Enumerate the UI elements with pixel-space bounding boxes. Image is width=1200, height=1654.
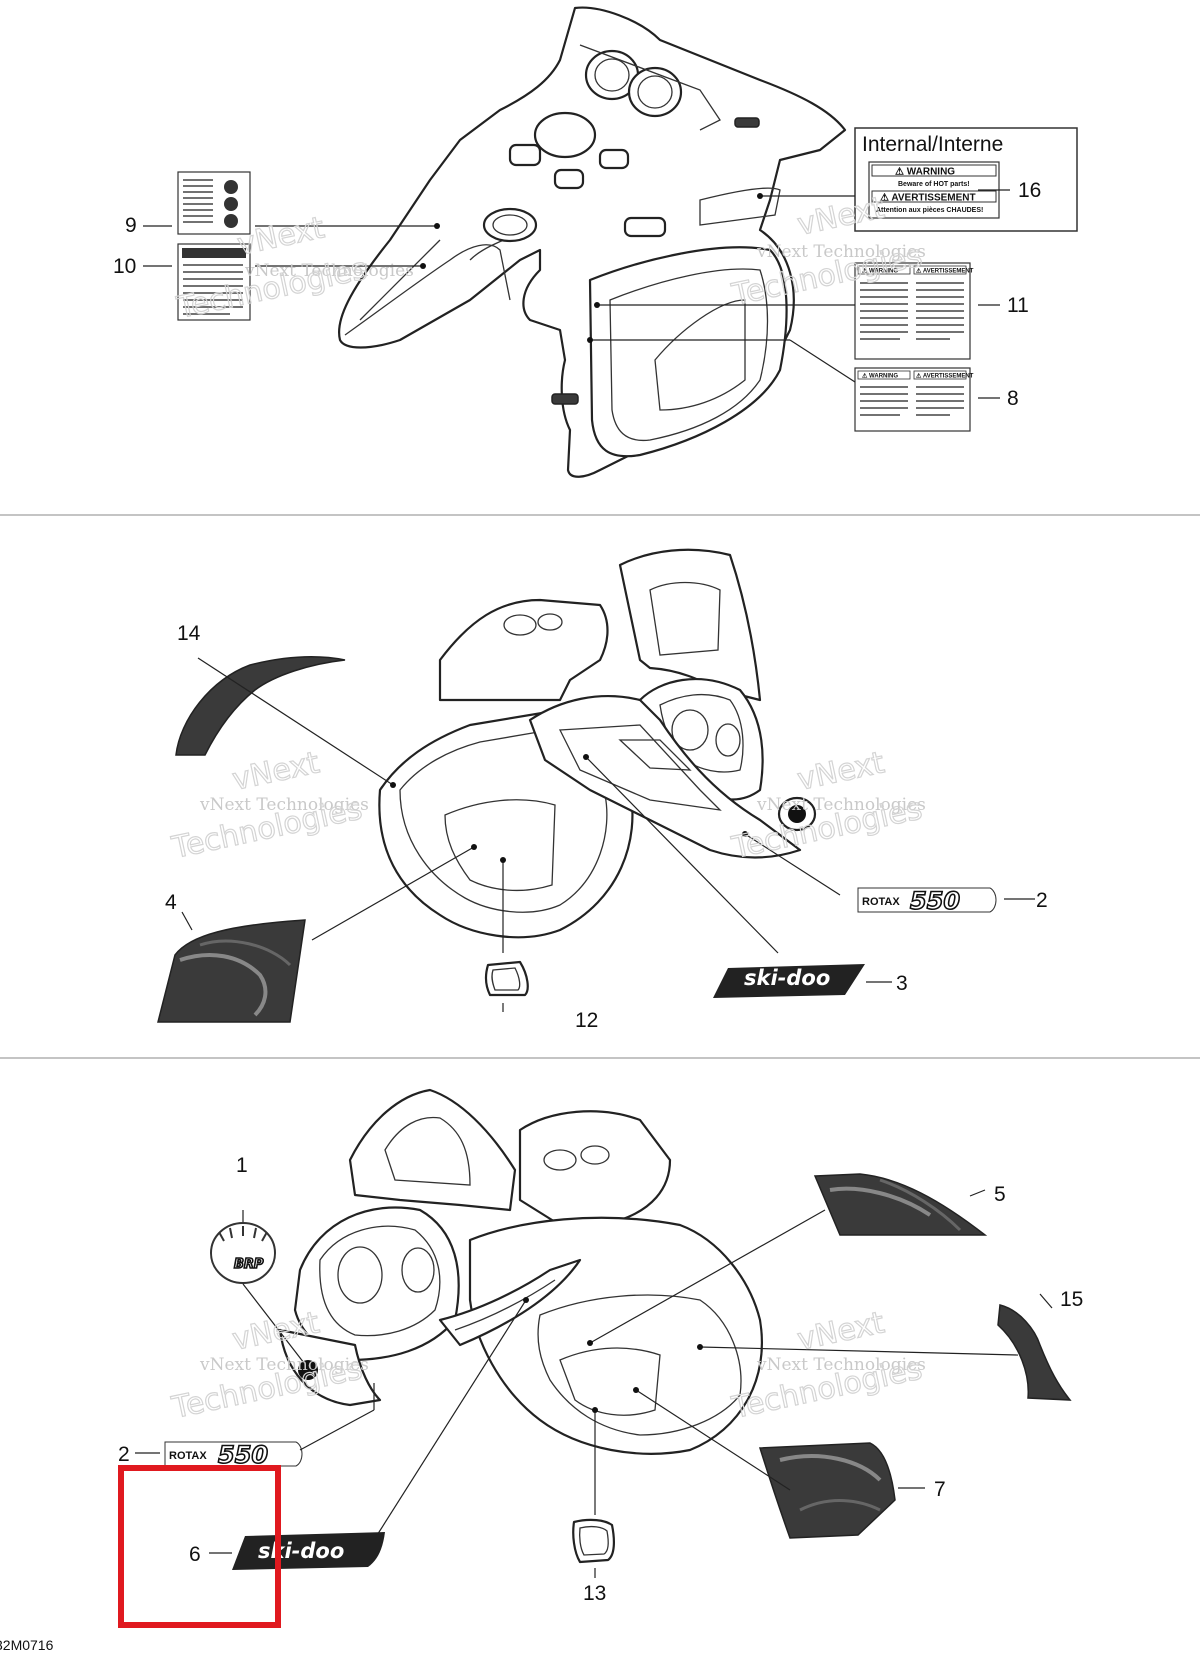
decal-9-warning-label: [177, 171, 251, 235]
callout-2: 2: [1036, 889, 1048, 912]
decal-6-skidoo: ski-doo: [232, 1532, 385, 1570]
internal-box-title: Internal/Interne: [862, 133, 1003, 156]
callout-2: 2: [118, 1443, 130, 1466]
callout-16: 16: [1018, 179, 1041, 202]
decal-16-internal-box: Internal/Interne ⚠ WARNING Beware of HOT…: [854, 127, 1078, 232]
internal-warning-header: ⚠ WARNING: [895, 167, 955, 178]
callout-1: 1: [236, 1154, 248, 1177]
decal-10-warning-label: [177, 243, 251, 321]
watermark-text: vNext Technologies: [756, 242, 926, 262]
decal-8-warning-label: ⚠ WARNING ⚠ AVERTISSEMENT: [854, 367, 974, 432]
highlight-box: [118, 1465, 281, 1628]
internal-avertissement-header: ⚠ AVERTISSEMENT: [880, 193, 976, 204]
brp-logo: BRP: [234, 1257, 264, 1272]
decal-8-avertissement-header: ⚠ AVERTISSEMENT: [916, 373, 974, 380]
rotax-label: ROTAX: [862, 896, 900, 908]
internal-warning-text: Beware of HOT parts!: [898, 181, 970, 188]
decal-8-warning-header: ⚠ WARNING: [862, 373, 898, 380]
watermark-text: vNext Technologies: [199, 1355, 369, 1375]
decal-11-warning-header: ⚠ WARNING: [862, 268, 898, 275]
rotax-number: 550: [218, 1441, 268, 1469]
decal-11-warning-label: ⚠ WARNING ⚠ AVERTISSEMENT: [854, 262, 974, 360]
section-top-hood-view: Internal/Interne ⚠ WARNING Beware of HOT…: [113, 6, 1078, 478]
watermark-text: vNext Technologies: [244, 261, 414, 281]
watermark-big-top: vNext: [794, 745, 887, 798]
callout-13: 13: [583, 1582, 606, 1605]
callout-4: 4: [165, 891, 177, 914]
callout-3: 3: [896, 972, 908, 995]
decal-4: [157, 919, 306, 1023]
callout-15: 15: [1060, 1288, 1083, 1311]
section-bottom-side-view: BRP ROTAX 550 ski-doo: [118, 1088, 1083, 1605]
decal-13: [572, 1518, 615, 1564]
callout-10: 10: [113, 255, 136, 278]
decal-1-brp-emblem: BRP: [210, 1222, 276, 1284]
callout-7: 7: [934, 1478, 946, 1501]
decal-2-rotax-bottom: ROTAX 550: [164, 1440, 303, 1470]
skidoo-logo: ski-doo: [744, 966, 830, 990]
callout-8: 8: [1007, 387, 1019, 410]
skidoo-logo: ski-doo: [258, 1539, 344, 1563]
callout-6: 6: [189, 1543, 201, 1566]
decal-11-avertissement-header: ⚠ AVERTISSEMENT: [916, 268, 974, 275]
callout-11: 11: [1007, 294, 1029, 317]
decal-14: [175, 655, 346, 756]
rotax-label: ROTAX: [169, 1450, 207, 1462]
decal-3-skidoo: ski-doo: [713, 964, 865, 998]
section-middle-side-view: ROTAX 550 ski-doo 14 4 12 2 3 vNext Tech…: [157, 548, 1048, 1032]
callout-5: 5: [994, 1183, 1006, 1206]
callout-9: 9: [125, 214, 137, 237]
watermark-big-top: vNext: [229, 745, 322, 798]
figure-code: 32M0716: [0, 1637, 54, 1653]
decal-15: [997, 1304, 1072, 1401]
rotax-number: 550: [910, 887, 960, 915]
watermark-text: vNext Technologies: [199, 795, 369, 815]
decal-5: [813, 1173, 988, 1236]
internal-avertissement-text: Attention aux pièces CHAUDES!: [876, 207, 983, 214]
watermark-text: vNext Technologies: [756, 1355, 926, 1375]
decal-2-rotax-middle: ROTAX 550: [857, 886, 997, 916]
callout-12: 12: [575, 1009, 598, 1032]
callout-14: 14: [177, 622, 201, 645]
watermark-text: vNext Technologies: [756, 795, 926, 815]
watermark-big-top: vNext: [794, 190, 887, 243]
